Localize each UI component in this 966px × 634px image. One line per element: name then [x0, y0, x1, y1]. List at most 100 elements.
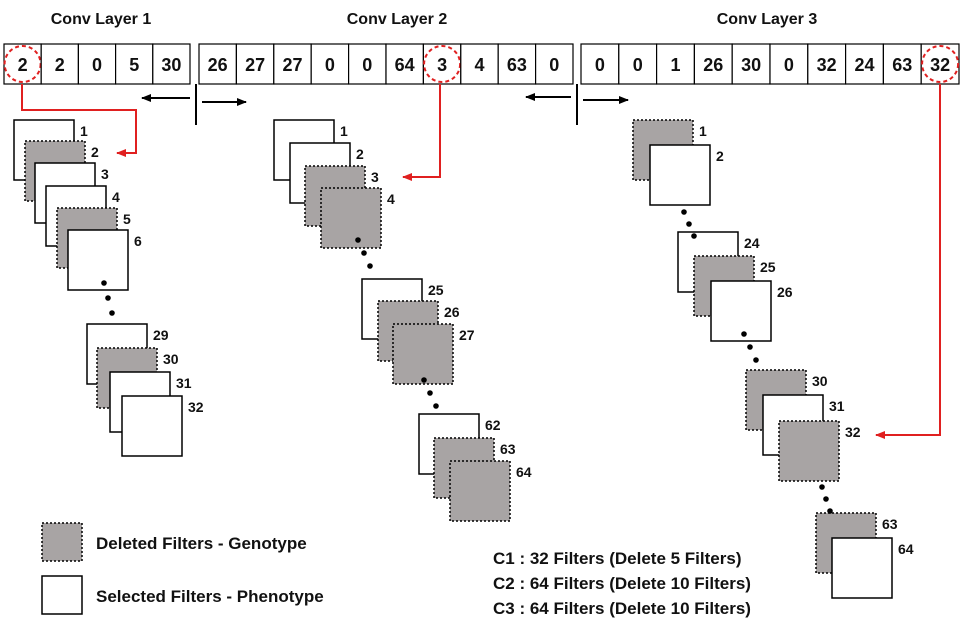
filter-number: 63 [500, 441, 516, 457]
deleted-filter [392, 323, 454, 385]
pointer-arrow-layer2 [402, 84, 441, 181]
filter-number: 27 [459, 327, 475, 343]
selected-cell-ring [921, 45, 960, 83]
filter-number: 5 [123, 211, 131, 227]
genotype-cell [769, 43, 809, 85]
genotype-cell-value: 63 [892, 55, 912, 75]
genotype-cell-value: 0 [549, 55, 559, 75]
genotype-cell-value: 0 [92, 55, 102, 75]
layer-title: Conv Layer 2 [347, 11, 448, 28]
genotype-cell [534, 43, 574, 85]
selected-filter [121, 395, 183, 457]
ellipsis-dot [747, 344, 753, 350]
ellipsis-dot [819, 484, 825, 490]
genotype-cell [655, 43, 695, 85]
filter-number: 26 [777, 284, 793, 300]
genotype-cell-value: 32 [817, 55, 837, 75]
ellipsis-dot [109, 310, 115, 316]
ellipsis-dot [427, 390, 433, 396]
filter-number: 1 [80, 123, 88, 139]
deleted-filter [320, 187, 382, 249]
selected-filter [67, 229, 129, 291]
filter-number: 1 [699, 123, 707, 139]
genotype-cell [844, 43, 884, 85]
filter-number: 63 [882, 516, 898, 532]
genotype-cell-value: 5 [129, 55, 139, 75]
filter-number: 4 [387, 191, 395, 207]
genotype-cell-value: 1 [670, 55, 680, 75]
ellipsis-dot [367, 263, 373, 269]
selected-cell-ring [3, 45, 42, 83]
genotype-cell [497, 43, 537, 85]
summary-line: C3 : 64 Filters (Delete 10 Filters) [493, 599, 751, 618]
filter-number: 30 [163, 351, 179, 367]
genotype-cell-value: 0 [325, 55, 335, 75]
layer-title: Conv Layer 1 [51, 11, 152, 28]
genotype-cell [310, 43, 350, 85]
filter-number: 2 [91, 144, 99, 160]
filter-number: 31 [176, 375, 192, 391]
ellipsis-dot [433, 403, 439, 409]
selected-filter [710, 280, 772, 342]
ellipsis-dot [691, 233, 697, 239]
genotype-cell-value: 26 [703, 55, 723, 75]
filter-number: 2 [356, 146, 364, 162]
genotype-cell-value: 26 [208, 55, 228, 75]
genotype-cell [731, 43, 771, 85]
filter-number: 64 [516, 464, 532, 480]
genotype-cell-value: 0 [633, 55, 643, 75]
pointer-arrow-layer3 [875, 84, 941, 439]
filter-number: 30 [812, 373, 828, 389]
genotype-cell-value: 30 [741, 55, 761, 75]
filter-number: 62 [485, 417, 501, 433]
genotype-cell-value: 3 [437, 55, 447, 75]
filter-number: 25 [428, 282, 444, 298]
genotype-cell-value: 0 [362, 55, 372, 75]
genotype-cell-value: 4 [474, 55, 484, 75]
ellipsis-dot [823, 496, 829, 502]
layer-title: Conv Layer 3 [717, 11, 818, 28]
genotype-cell [882, 43, 922, 85]
legend-selected-label: Selected Filters - Phenotype [96, 587, 324, 606]
filter-number: 26 [444, 304, 460, 320]
ellipsis-dot [753, 357, 759, 363]
filter-stacks: 1234562930313212342526276263641224252630… [13, 119, 914, 599]
ellipsis-dot [686, 221, 692, 227]
genotype-cell [807, 43, 847, 85]
filter-number: 25 [760, 259, 776, 275]
genotype-cell [273, 43, 312, 85]
legend-deleted-label: Deleted Filters - Genotype [96, 534, 307, 553]
pointer-arrow-layer1 [21, 84, 137, 157]
genotype-cell [114, 43, 154, 85]
filter-number: 1 [340, 123, 348, 139]
ellipsis-dot [741, 331, 747, 337]
genotype-cell-value: 27 [282, 55, 302, 75]
legend-selected-swatch [41, 575, 83, 615]
selected-filter [831, 537, 893, 599]
genotype-cell [235, 43, 275, 85]
summary-line: C1 : 32 Filters (Delete 5 Filters) [493, 549, 741, 568]
deleted-filter [449, 460, 511, 522]
deleted-filter [778, 420, 840, 482]
genotype-cell [385, 43, 425, 85]
ellipsis-dot [355, 237, 361, 243]
genotype-cell [198, 43, 238, 85]
summary-line: C2 : 64 Filters (Delete 10 Filters) [493, 574, 751, 593]
filter-number: 6 [134, 233, 142, 249]
filter-number: 24 [744, 235, 760, 251]
filter-number: 64 [898, 541, 914, 557]
selected-cell-ring [423, 45, 462, 83]
ellipsis-dot [101, 280, 107, 286]
filter-number: 2 [716, 148, 724, 164]
genotype-cell-value: 32 [930, 55, 950, 75]
genotype-cell-value: 63 [507, 55, 527, 75]
filter-number: 4 [112, 189, 120, 205]
ellipsis-dot [827, 508, 833, 514]
filter-number: 3 [101, 166, 109, 182]
ellipsis-dot [105, 295, 111, 301]
direction-arrows [141, 84, 629, 125]
filter-number: 32 [188, 399, 204, 415]
filter-number: 3 [371, 169, 379, 185]
